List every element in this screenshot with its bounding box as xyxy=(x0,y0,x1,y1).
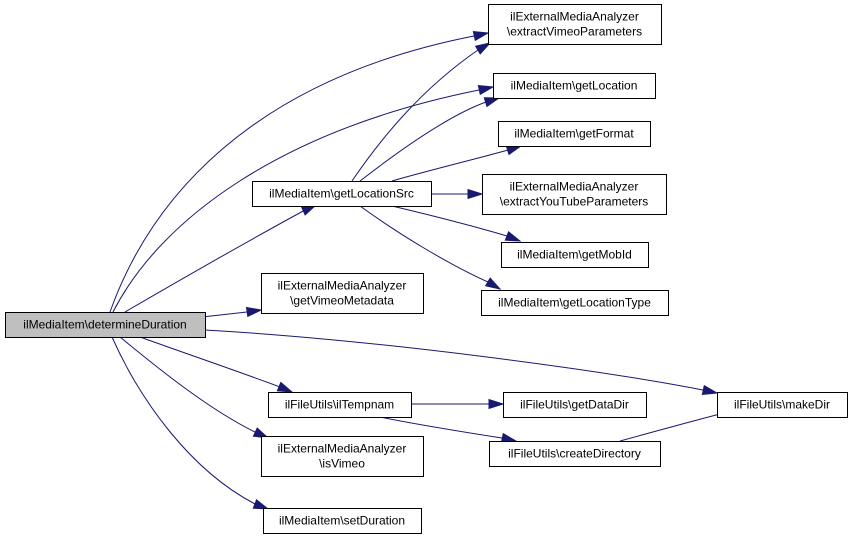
arrowhead-icon xyxy=(467,188,484,200)
node-label: ilExternalMediaAnalyzer xyxy=(510,180,639,194)
edges-layer xyxy=(109,30,740,510)
node-makeDir[interactable]: ilFileUtils\makeDir xyxy=(717,392,848,418)
edge-line xyxy=(391,149,509,182)
arrowhead-icon xyxy=(701,384,719,396)
node-box[interactable] xyxy=(261,273,424,314)
node-label: ilMediaItem\getLocationType xyxy=(498,296,651,310)
arrowhead-icon xyxy=(472,30,490,42)
node-label: ilMediaItem\getMobId xyxy=(517,248,632,262)
node-label: ilFileUtils\getDataDir xyxy=(520,398,629,412)
edge-line xyxy=(359,101,487,182)
arrowhead-icon xyxy=(474,42,492,55)
edge-ilTempnam-to-getDataDir xyxy=(411,398,505,410)
edge-determineDuration-to-extractVimeoParameters xyxy=(109,30,490,313)
node-box[interactable] xyxy=(498,121,651,147)
node-label: \isVimeo xyxy=(319,457,365,471)
node-label: ilExternalMediaAnalyzer xyxy=(510,10,639,24)
edge-determineDuration-to-getLocation xyxy=(112,84,495,313)
edge-line xyxy=(204,329,704,391)
node-label: ilMediaItem\getLocationSrc xyxy=(269,187,414,201)
node-label: ilExternalMediaAnalyzer xyxy=(278,442,407,456)
node-getFormat[interactable]: ilMediaItem\getFormat xyxy=(498,121,651,147)
node-label: ilMediaItem\setDuration xyxy=(279,514,405,528)
node-box[interactable] xyxy=(488,4,662,45)
node-getLocation[interactable]: ilMediaItem\getLocation xyxy=(493,73,656,99)
node-getVimeoMetadata[interactable]: ilExternalMediaAnalyzer\getVimeoMetadata xyxy=(261,273,424,314)
edge-determineDuration-to-setDuration xyxy=(111,336,270,510)
node-box[interactable] xyxy=(489,441,661,467)
node-label: ilFileUtils\createDirectory xyxy=(508,447,641,461)
edge-getLocationSrc-to-extractVimeoParameters xyxy=(351,42,492,182)
arrowhead-icon xyxy=(477,84,495,96)
node-label: \extractVimeoParameters xyxy=(507,25,642,39)
edge-getLocationSrc-to-getLocation xyxy=(359,97,501,182)
arrowhead-icon xyxy=(252,498,270,510)
arrowhead-icon xyxy=(483,97,501,108)
node-getLocationSrc[interactable]: ilMediaItem\getLocationSrc xyxy=(252,181,432,207)
edge-line xyxy=(112,89,480,313)
edge-line xyxy=(124,209,306,313)
arrowhead-icon xyxy=(488,398,505,410)
edge-line xyxy=(351,49,479,182)
node-box[interactable] xyxy=(5,312,206,338)
node-label: ilExternalMediaAnalyzer xyxy=(278,279,407,293)
edge-determineDuration-to-ilTempnam xyxy=(139,336,294,393)
node-label: ilFileUtils\ilTempnam xyxy=(285,398,394,412)
edge-line xyxy=(119,336,256,433)
edge-getLocationSrc-to-getMobId xyxy=(391,205,522,242)
node-ilTempnam[interactable]: ilFileUtils\ilTempnam xyxy=(268,392,412,418)
node-box[interactable] xyxy=(501,242,649,268)
node-extractYouTubeParameters[interactable]: ilExternalMediaAnalyzer\extractYouTubePa… xyxy=(482,174,667,215)
node-box[interactable] xyxy=(493,73,656,99)
node-getLocationType[interactable]: ilMediaItem\getLocationType xyxy=(481,290,669,316)
edge-getLocationSrc-to-getLocationType xyxy=(359,205,502,290)
edge-line xyxy=(619,412,725,442)
node-label: ilMediaItem\determineDuration xyxy=(23,318,186,332)
node-box[interactable] xyxy=(268,392,412,418)
node-getDataDir[interactable]: ilFileUtils\getDataDir xyxy=(503,392,647,418)
node-label: \getVimeoMetadata xyxy=(290,294,394,308)
node-extractVimeoParameters[interactable]: ilExternalMediaAnalyzer\extractVimeoPara… xyxy=(488,4,662,45)
node-isVimeo[interactable]: ilExternalMediaAnalyzer\isVimeo xyxy=(261,436,424,477)
edge-line xyxy=(109,35,475,313)
node-box[interactable] xyxy=(482,174,667,215)
node-box[interactable] xyxy=(717,392,848,418)
edge-determineDuration-to-makeDir xyxy=(204,329,719,396)
edge-determineDuration-to-isVimeo xyxy=(119,336,270,439)
node-box[interactable] xyxy=(261,436,424,477)
arrowhead-icon xyxy=(245,306,263,318)
node-box[interactable] xyxy=(503,392,647,418)
node-box[interactable] xyxy=(481,290,669,316)
node-getMobId[interactable]: ilMediaItem\getMobId xyxy=(501,242,649,268)
arrowhead-icon xyxy=(484,277,502,290)
node-label: ilMediaItem\getLocation xyxy=(511,79,638,93)
edge-line xyxy=(139,336,281,388)
node-label: ilMediaItem\getFormat xyxy=(514,127,634,141)
arrowhead-icon xyxy=(276,381,294,393)
node-determineDuration[interactable]: ilMediaItem\determineDuration xyxy=(5,312,206,338)
edge-line xyxy=(111,336,256,505)
node-label: \extractYouTubeParameters xyxy=(500,195,649,209)
node-label: ilFileUtils\makeDir xyxy=(734,398,830,412)
edge-getLocationSrc-to-extractYouTubeParameters xyxy=(431,188,484,200)
edge-determineDuration-to-getVimeoMetadata xyxy=(201,306,263,318)
node-setDuration[interactable]: ilMediaItem\setDuration xyxy=(263,508,422,534)
arrowhead-icon xyxy=(505,145,523,156)
edge-line xyxy=(379,416,503,439)
nodes-layer: ilMediaItem\determineDuration ilExternalM… xyxy=(5,4,848,534)
arrowhead-icon xyxy=(504,230,522,242)
arrowhead-icon xyxy=(252,427,270,439)
node-box[interactable] xyxy=(252,181,432,207)
edge-line xyxy=(201,311,248,318)
node-box[interactable] xyxy=(263,508,422,534)
node-createDirectory[interactable]: ilFileUtils\createDirectory xyxy=(489,441,661,467)
edge-line xyxy=(391,205,508,237)
edge-line xyxy=(359,205,489,283)
